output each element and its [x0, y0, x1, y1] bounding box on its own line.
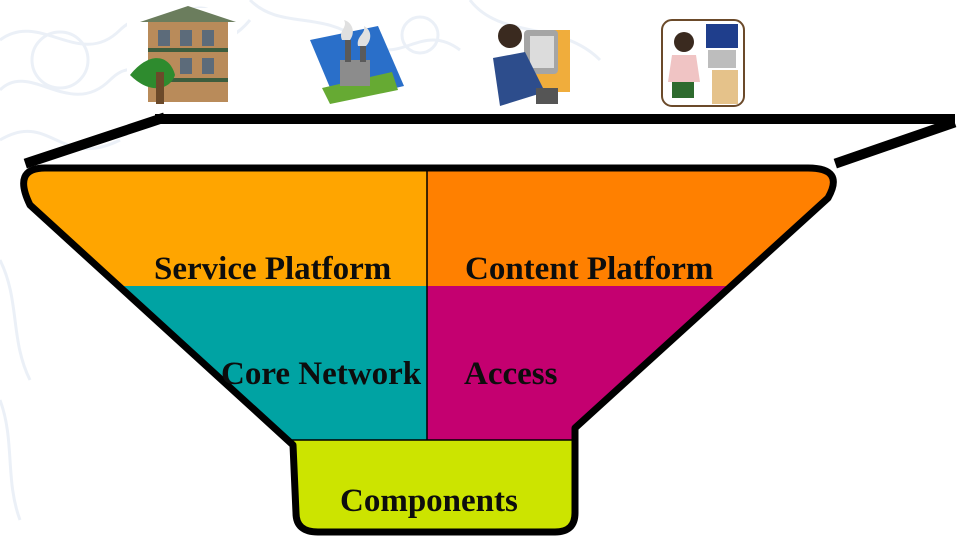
- call-center-agent-icon: [661, 19, 745, 107]
- house-icon: [127, 6, 237, 106]
- components-label: Components: [340, 483, 518, 519]
- factory-icon: [310, 20, 404, 104]
- core-network-label: Core Network: [221, 356, 422, 392]
- funnel-top-outline: [23, 112, 957, 169]
- content-platform-label: Content Platform: [465, 251, 713, 287]
- funnel-outline: [20, 164, 837, 536]
- office-worker-computer-icon: [493, 24, 570, 106]
- service-platform-label: Service Platform: [154, 251, 391, 287]
- funnel-fill: [23, 168, 834, 532]
- access-label: Access: [464, 356, 558, 392]
